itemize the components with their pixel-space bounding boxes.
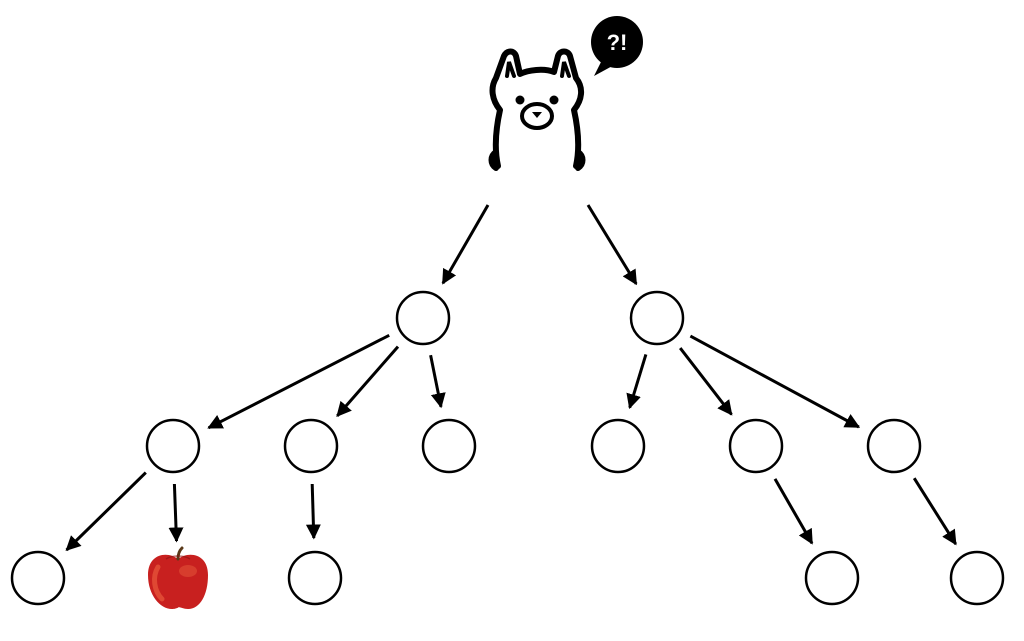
tree-node-n2c xyxy=(866,418,922,474)
tree-node-n2c1 xyxy=(949,550,1005,606)
edge-n2-to-n2a xyxy=(626,353,648,410)
edge-n2-to-n2b xyxy=(679,347,733,416)
tree-node-n1 xyxy=(395,290,451,346)
speech-bubble: ?! xyxy=(591,16,643,76)
tree-node-n1c xyxy=(421,418,477,474)
edge-root-to-n1 xyxy=(441,204,490,285)
edge-root-to-n2 xyxy=(586,204,638,286)
apple-icon xyxy=(148,546,208,609)
tree-node-n1a1 xyxy=(10,550,66,606)
tree-node-n1b xyxy=(283,418,339,474)
tree-node-n2 xyxy=(629,290,685,346)
tree-node-n1a xyxy=(145,418,201,474)
tree-node-n2b1 xyxy=(804,550,860,606)
speech-bubble-text: ?! xyxy=(607,30,628,55)
edge-n1-to-n1c xyxy=(429,354,446,409)
tree-node-n2b xyxy=(728,418,784,474)
llama-icon xyxy=(488,48,586,171)
edges xyxy=(65,204,957,552)
edge-n1-to-n1a xyxy=(207,333,390,430)
edge-n2c-to-n2c1 xyxy=(912,477,957,546)
edge-n1b-to-n1b1 xyxy=(305,483,321,540)
edge-n2b-to-n2b1 xyxy=(773,478,814,545)
tree-node-n2a xyxy=(590,418,646,474)
edge-n1-to-n1b xyxy=(336,345,400,418)
edge-n1a-to-n1a2 xyxy=(168,483,184,543)
nodes xyxy=(10,290,1005,606)
edge-n2-to-n2c xyxy=(689,334,861,429)
tree-node-n1b1 xyxy=(287,550,343,606)
edge-n1a-to-n1a1 xyxy=(65,471,147,552)
